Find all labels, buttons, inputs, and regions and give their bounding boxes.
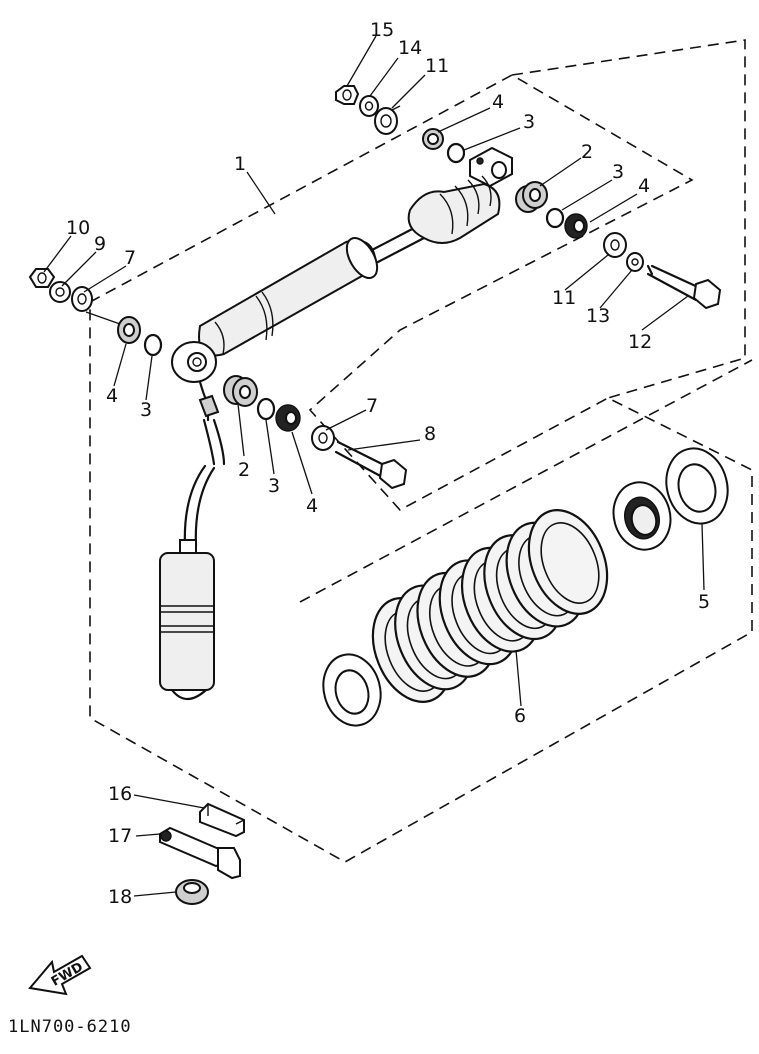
callout-10: 10 xyxy=(66,217,90,239)
rear-shock-absorber-1 xyxy=(171,175,501,383)
callout-1: 1 xyxy=(234,153,246,175)
callout-8: 8 xyxy=(424,423,436,445)
grommet-18 xyxy=(175,879,209,905)
callout-2-lower: 2 xyxy=(238,459,250,481)
callout-2-upper: 2 xyxy=(581,141,593,163)
spring-coil-inner xyxy=(540,522,600,604)
oil-seal-4-upper-right xyxy=(564,213,588,239)
callout-17: 17 xyxy=(108,825,132,847)
bolt-8 xyxy=(334,440,408,490)
drawing-code: 1LN700-6210 xyxy=(8,1017,132,1037)
callout-7-lower: 7 xyxy=(366,395,378,417)
washer-13 xyxy=(626,252,644,272)
fwd-direction-arrow: FWD xyxy=(28,954,92,996)
label-plate-16 xyxy=(199,802,245,838)
callout-16: 16 xyxy=(108,783,132,805)
callout-11-lower: 11 xyxy=(552,287,576,309)
reservoir-canister xyxy=(159,539,215,701)
bolt-12 xyxy=(646,264,722,310)
oil-seal-4-upper-left xyxy=(422,128,444,150)
nut-10 xyxy=(28,268,56,288)
callout-3-left: 3 xyxy=(140,399,152,421)
callout-4-lower: 4 xyxy=(306,495,318,517)
circlip-3-upper-left xyxy=(446,142,466,164)
collar-7-lower xyxy=(311,425,335,451)
callout-4-left: 4 xyxy=(106,385,118,407)
callout-5: 5 xyxy=(698,591,710,613)
callout-12: 12 xyxy=(628,331,652,353)
circlip-3-lower xyxy=(256,397,276,421)
washer-14 xyxy=(359,95,379,117)
callout-3-lower: 3 xyxy=(268,475,280,497)
spring-seat-lower xyxy=(322,653,382,727)
callout-11-upper: 11 xyxy=(425,55,449,77)
spring-coil-turn xyxy=(527,509,609,615)
callout-labels: 1 15 14 11 4 3 2 3 4 11 13 12 10 9 7 4 3… xyxy=(66,19,710,908)
callout-7-left: 7 xyxy=(124,247,136,269)
callout-9: 9 xyxy=(94,233,106,255)
collar-7-left xyxy=(71,286,93,312)
nut-15 xyxy=(335,85,360,105)
assembly-outline-main xyxy=(89,39,753,863)
oil-seal-4-left xyxy=(117,316,141,344)
shock-upper-clevis xyxy=(469,146,513,188)
bushing-2-upper-right xyxy=(515,181,548,213)
coil-spring-6 xyxy=(371,509,609,703)
callout-15: 15 xyxy=(370,19,394,41)
callout-18: 18 xyxy=(108,886,132,908)
leader-lines xyxy=(43,35,705,897)
washer-9 xyxy=(49,281,71,303)
callout-13: 13 xyxy=(586,305,610,327)
circlip-3-left xyxy=(143,333,163,357)
callout-3-upper-a: 3 xyxy=(523,111,535,133)
collar-11-lower xyxy=(603,232,627,258)
circlip-3-upper-right xyxy=(545,207,565,229)
callout-3-upper-b: 3 xyxy=(612,161,624,183)
bushing-2-lower xyxy=(223,375,258,407)
callout-6: 6 xyxy=(514,705,526,727)
callout-4-upper-b: 4 xyxy=(638,175,650,197)
band-17 xyxy=(159,826,241,880)
collar-11-upper xyxy=(374,105,401,135)
callout-4-upper-a: 4 xyxy=(492,91,504,113)
reservoir-hose xyxy=(183,380,226,548)
oil-seal-4-lower xyxy=(275,404,301,432)
callout-14: 14 xyxy=(398,37,422,59)
spring-seat-5 xyxy=(612,447,729,551)
